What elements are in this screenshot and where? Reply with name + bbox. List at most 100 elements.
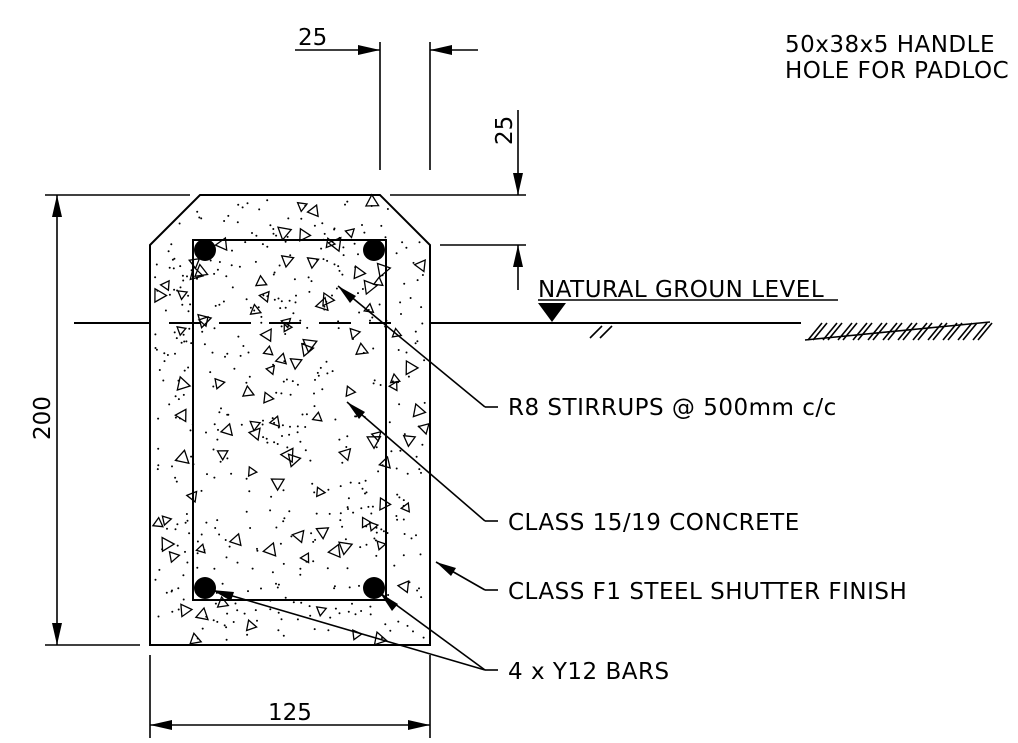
concrete-stipple-dot <box>422 636 425 639</box>
concrete-stipple-dot <box>174 416 177 419</box>
concrete-stipple-dot <box>186 275 188 278</box>
concrete-stipple-dot <box>281 435 283 437</box>
concrete-stipple-dot <box>236 609 239 612</box>
concrete-stipple-dot <box>262 436 265 439</box>
concrete-stipple-dot <box>407 375 410 378</box>
concrete-stipple-dot <box>403 533 406 535</box>
concrete-aggregate-mark <box>188 257 201 270</box>
concrete-stipple-dot <box>354 613 357 616</box>
concrete-stipple-dot <box>358 311 361 314</box>
concrete-stipple-dot <box>353 242 356 245</box>
concrete-stipple-dot <box>421 322 424 325</box>
concrete-stipple-dot <box>155 263 158 266</box>
concrete-stipple-dot <box>216 519 219 522</box>
concrete-stipple-dot <box>276 586 279 589</box>
ground-hatch-stroke <box>857 322 873 341</box>
concrete-stipple-dot <box>278 264 281 267</box>
concrete-aggregate-mark <box>245 618 258 632</box>
concrete-aggregate-mark <box>376 262 392 279</box>
concrete-stipple-dot <box>228 545 231 548</box>
concrete-stipple-dot <box>171 610 174 613</box>
concrete-stipple-dot <box>189 303 192 306</box>
concrete-stipple-dot <box>258 208 261 211</box>
concrete-stipple-dot <box>180 341 183 344</box>
concrete-stipple-dot <box>269 599 272 602</box>
concrete-aggregate-mark <box>277 226 293 242</box>
concrete-aggregate-mark <box>299 551 310 564</box>
concrete-stipple-dot <box>337 327 340 330</box>
ground-hatch-stroke <box>852 322 868 341</box>
concrete-stipple-dot <box>346 435 349 438</box>
concrete-stipple-dot <box>243 612 246 615</box>
concrete-aggregate-mark <box>176 375 192 391</box>
concrete-stipple-dot <box>310 532 313 535</box>
concrete-stipple-dot <box>262 294 265 297</box>
concrete-stipple-dot <box>174 395 177 398</box>
concrete-stipple-dot <box>342 254 345 257</box>
concrete-stipple-dot <box>357 253 359 256</box>
concrete-stipple-dot <box>218 303 221 306</box>
concrete-stipple-dot <box>256 619 258 622</box>
concrete-section-outline <box>149 194 431 646</box>
concrete-stipple-dot <box>369 613 372 616</box>
concrete-aggregate-mark <box>249 420 262 432</box>
concrete-stipple-dot <box>175 480 178 483</box>
concrete-stipple-dot <box>225 626 228 629</box>
concrete-stipple-dot <box>170 243 173 246</box>
concrete-stipple-dot <box>323 305 326 308</box>
concrete-hatch <box>151 193 430 646</box>
concrete-stipple-dot <box>236 561 239 564</box>
concrete-stipple-dot <box>339 519 342 522</box>
concrete-stipple-dot <box>217 428 219 431</box>
concrete-stipple-dot <box>346 200 349 203</box>
concrete-stipple-dot <box>167 250 170 253</box>
concrete-stipple-dot <box>313 224 316 227</box>
concrete-stipple-dot <box>163 352 166 355</box>
concrete-stipple-dot <box>216 620 219 623</box>
concrete-stipple-dot <box>209 259 212 262</box>
concrete-stipple-dot <box>245 381 248 384</box>
concrete-aggregate-mark <box>262 344 274 356</box>
rebar-top-left <box>194 239 216 261</box>
concrete-stipple-dot <box>177 587 180 590</box>
concrete-aggregate-mark <box>174 449 190 465</box>
rebar-top-right <box>363 239 385 261</box>
concrete-stipple-dot <box>173 257 176 260</box>
concrete-stipple-dot <box>398 496 401 499</box>
concrete-stipple-dot <box>415 455 418 458</box>
concrete-stipple-dot <box>296 383 299 386</box>
concrete-aggregate-mark <box>161 536 176 553</box>
concrete-aggregate-mark <box>263 391 276 404</box>
concrete-stipple-dot <box>191 423 194 426</box>
concrete-aggregate-mark <box>195 542 206 554</box>
concrete-aggregate-mark <box>214 236 228 252</box>
concrete-stipple-dot <box>337 265 340 268</box>
concrete-stipple-dot <box>342 246 345 249</box>
concrete-stipple-dot <box>333 263 336 266</box>
leader-bars <box>211 589 498 671</box>
concrete-stipple-dot <box>325 360 328 363</box>
concrete-aggregate-mark <box>402 434 417 448</box>
concrete-aggregate-mark <box>189 265 205 281</box>
concrete-stipple-dot <box>162 379 165 382</box>
concrete-stipple-dot <box>326 567 329 570</box>
concrete-stipple-dot <box>402 499 405 502</box>
concrete-stipple-dot <box>358 482 361 485</box>
concrete-stipple-dot <box>338 269 341 272</box>
concrete-stipple-dot <box>173 331 176 334</box>
concrete-stipple-dot <box>320 247 323 250</box>
concrete-stipple-dot <box>255 234 258 237</box>
concrete-stipple-dot <box>154 276 157 279</box>
concrete-aggregate-mark <box>368 521 380 533</box>
concrete-stipple-dot <box>238 265 241 268</box>
concrete-stipple-dot <box>395 252 398 255</box>
concrete-aggregate-mark <box>405 359 420 376</box>
concrete-stipple-dot <box>372 382 375 385</box>
concrete-stipple-dot <box>282 520 285 523</box>
concrete-stipple-dot <box>313 405 316 408</box>
concrete-stipple-dot <box>157 417 160 420</box>
concrete-stipple-dot <box>272 228 275 230</box>
concrete-stipple-dot <box>326 372 329 375</box>
concrete-aggregate-mark <box>370 430 382 443</box>
